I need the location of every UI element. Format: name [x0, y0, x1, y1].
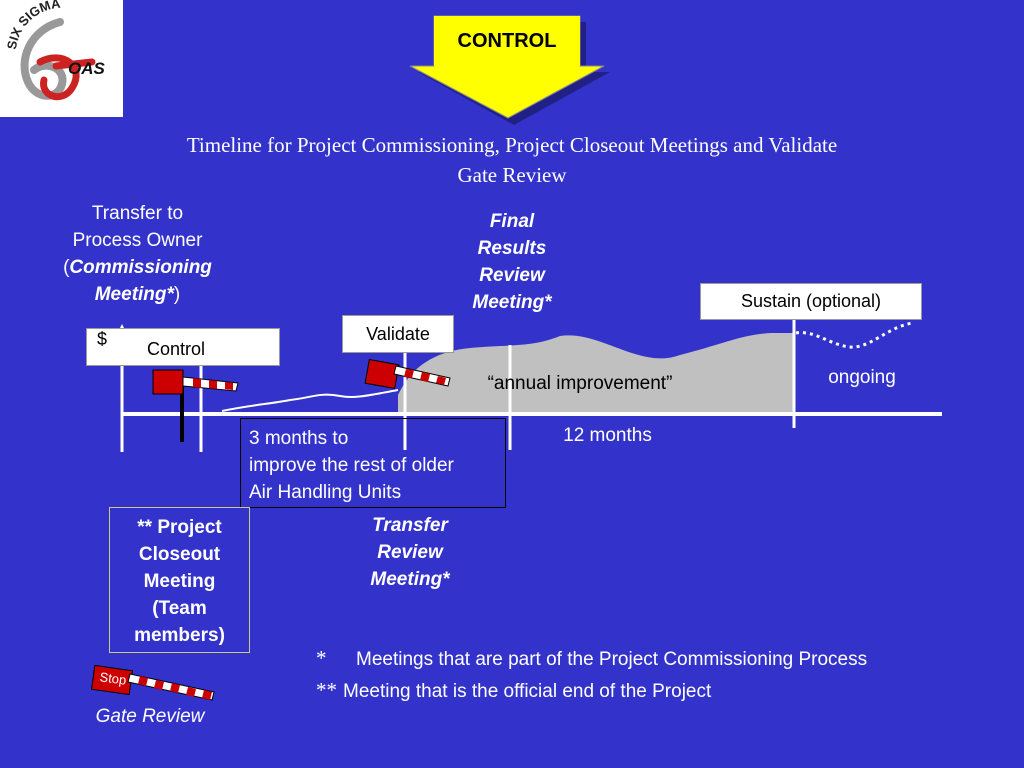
transfer-close-paren: ) [173, 284, 181, 305]
three-months-line-1: 3 months to [249, 428, 349, 449]
final-review-line-3: Review [479, 265, 545, 286]
closeout-line-2: Closeout [138, 544, 221, 565]
transfer-line-3: Commissioning [69, 257, 212, 278]
final-review-line-1: Final [489, 211, 535, 232]
control-label: Control [147, 339, 206, 359]
logo-graphic: SIX SIGMA OAS [4, 0, 106, 101]
rising-trend-line [221, 389, 399, 412]
improvement-area [398, 333, 794, 413]
ongoing-label: ongoing [828, 367, 896, 388]
validate-box: Validate [342, 315, 454, 353]
footnote-2-mark: ** [316, 678, 337, 702]
transfer-line-4: Meeting* [94, 284, 174, 305]
project-closeout-meeting-box: ** Project Closeout Meeting (Team member… [109, 507, 250, 653]
footnote-1-mark: * [316, 646, 327, 670]
closeout-line-3: Meeting [143, 571, 216, 592]
control-banner-arrow [409, 15, 610, 125]
closeout-line-5: members) [134, 625, 225, 646]
title-line-2: Gate Review [457, 163, 567, 187]
control-banner-label: CONTROL [457, 30, 557, 52]
transfer-to-process-owner: Transfer to Process Owner (Commissioning… [40, 200, 235, 308]
twelve-months-label: 12 months [563, 425, 652, 446]
three-months-box: 3 months to improve the rest of older Ai… [240, 418, 506, 508]
transfer-open-paren: ( [63, 257, 70, 278]
six-sigma-logo: SIX SIGMA OAS [0, 0, 123, 117]
validate-gate [364, 358, 451, 390]
transfer-review-line-2: Review [377, 542, 443, 563]
transfer-review-meeting: Transfer Review Meeting* [345, 512, 475, 593]
closeout-line-4: (Team [152, 598, 207, 619]
transfer-review-line-3: Meeting* [370, 569, 450, 590]
stop-gate [90, 664, 215, 701]
three-months-line-3: Air Handling Units [249, 482, 402, 503]
final-review-line-2: Results [477, 238, 547, 259]
footnote-1: * Meetings that are part of the Project C… [316, 644, 996, 674]
transfer-line-1: Transfer to [91, 203, 184, 224]
footnote-2: ** Meeting that is the official end of th… [316, 676, 996, 706]
transfer-line-2: Process Owner [72, 230, 203, 251]
final-results-review-meeting: Final Results Review Meeting* [450, 208, 574, 316]
transfer-review-line-1: Transfer [372, 515, 448, 536]
dollar-label: $ [97, 329, 108, 349]
control-box: $ Control [86, 328, 280, 366]
sustain-box: Sustain (optional) [700, 283, 922, 320]
title-line-1: Timeline for Project Commissioning, Proj… [186, 133, 838, 157]
annual-improvement-label: “annual improvement” [487, 373, 673, 394]
three-months-line-2: improve the rest of older [249, 455, 454, 476]
ongoing-trend-dotted [795, 321, 915, 349]
gate-review-label: Gate Review [95, 706, 205, 727]
logo-sub-text: OAS [68, 59, 106, 78]
final-review-line-4: Meeting* [472, 292, 552, 313]
footnote-1-text: Meetings that are part of the Project Co… [356, 649, 868, 670]
footnote-2-text: Meeting that is the official end of the … [343, 681, 712, 702]
closeout-line-1: ** Project [137, 517, 222, 538]
control-gate [152, 369, 239, 442]
page-title: Timeline for Project Commissioning, Proj… [90, 130, 934, 190]
